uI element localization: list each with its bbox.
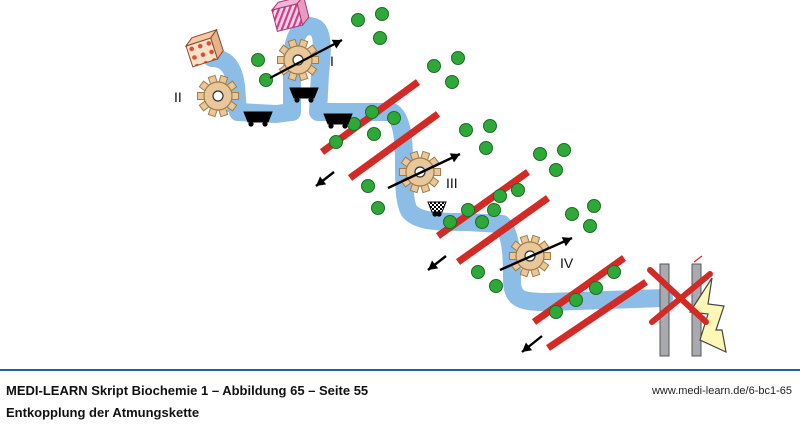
pump-arrow-icon — [499, 236, 573, 272]
gear-group — [197, 38, 573, 278]
complex-label-IV: IV — [560, 255, 574, 271]
proton-dot-icon — [471, 265, 485, 279]
proton-dot-icon — [361, 179, 375, 193]
proton-dot-icon — [479, 141, 493, 155]
proton-dot-icon — [489, 279, 503, 293]
proton-dot-icon — [483, 119, 497, 133]
proton-dot-icon — [583, 219, 597, 233]
pump-arrow-icon-head — [449, 153, 460, 163]
minecart-icon — [243, 111, 273, 127]
proton-dot-icon — [565, 207, 579, 221]
proton-dot-icon — [459, 123, 473, 137]
figure-subtitle: Entkopplung der Atmungskette — [6, 405, 200, 420]
figure-url-link[interactable]: www.medi-learn.de/6-bc1-65 — [651, 385, 792, 397]
complex-label-I: I — [330, 53, 334, 69]
proton-dot-icon — [493, 189, 507, 203]
proton-dot-icon — [475, 215, 489, 229]
proton-dot-icon — [451, 51, 465, 65]
pump-arrow-icon-head — [561, 237, 572, 247]
food-box-icon — [184, 28, 224, 68]
proton-dot-icon — [511, 183, 525, 197]
proton-dot-icon — [251, 53, 265, 67]
gear-icon — [399, 150, 441, 194]
proton-dot-icon — [427, 59, 441, 73]
proton-dot-icon — [607, 265, 621, 279]
pump-arrow-icon-head — [331, 39, 342, 49]
checkered-cart-icon — [427, 201, 447, 217]
proton-dot-icon — [371, 201, 385, 215]
proton-dot-icon — [589, 281, 603, 295]
proton-dot-icon — [445, 75, 459, 89]
membrane-bar — [347, 111, 441, 181]
proton-group — [251, 7, 621, 319]
complex-label-III: III — [446, 175, 458, 191]
minecart-icon — [323, 113, 353, 129]
pump-arrow-icon — [269, 38, 343, 80]
proton-dot-icon — [351, 13, 365, 27]
proton-leak-arrows — [315, 171, 543, 353]
proton-dot-icon — [259, 73, 273, 87]
proton-dot-icon — [533, 147, 547, 161]
proton-dot-icon — [549, 305, 563, 319]
small-arrow-icon — [693, 255, 703, 263]
proton-dot-icon — [387, 111, 401, 125]
proton-dot-icon — [373, 31, 387, 45]
proton-dot-icon — [329, 135, 343, 149]
cart-group — [243, 87, 447, 217]
membrane-bar — [455, 195, 551, 265]
proton-dot-icon — [367, 127, 381, 141]
proton-dot-icon — [487, 203, 501, 217]
proton-dot-icon — [557, 143, 571, 157]
uncoupling-diagram: I II III IV — [174, 0, 727, 357]
proton-dot-icon — [587, 199, 601, 213]
food-box-icon — [270, 0, 310, 32]
arrow-icon-head — [428, 260, 439, 270]
minecart-icon — [289, 87, 319, 103]
gear-icon — [197, 74, 239, 118]
proton-dot-icon — [375, 7, 389, 21]
proton-dot-icon — [461, 203, 475, 217]
complex-label-II: II — [174, 89, 182, 105]
membrane-bar — [546, 279, 648, 351]
arrow-icon-head — [522, 342, 533, 352]
proton-dot-icon — [549, 163, 563, 177]
proton-dot-icon — [365, 105, 379, 119]
figure-title: MEDI-LEARN Skript Biochemie 1 – Abbildun… — [6, 383, 369, 398]
gear-icon — [277, 38, 319, 82]
proton-dot-icon — [443, 215, 457, 229]
proton-dot-icon — [569, 293, 583, 307]
footer-divider — [0, 369, 800, 371]
cross-icon — [647, 267, 713, 325]
arrow-icon-head — [316, 176, 327, 186]
pump-arrow-icon — [387, 152, 461, 190]
